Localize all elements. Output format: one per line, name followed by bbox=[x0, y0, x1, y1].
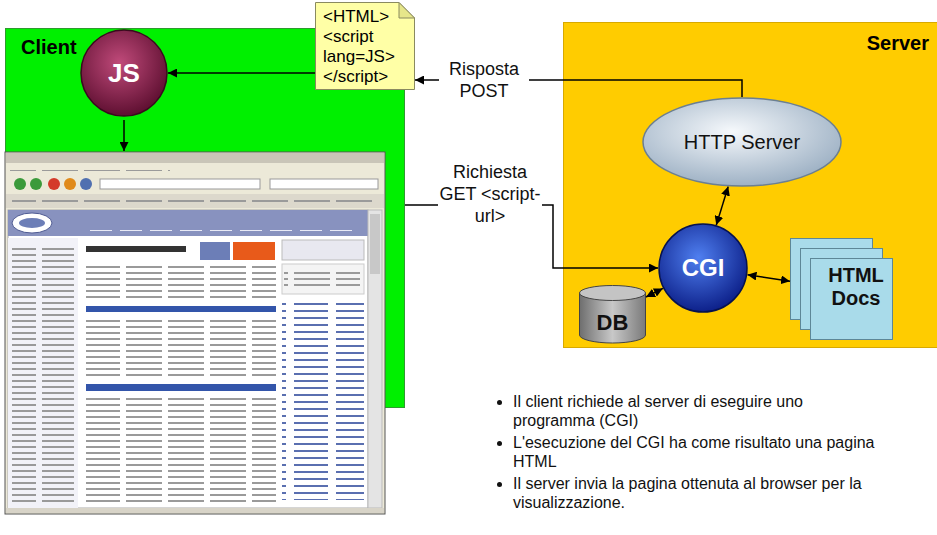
diagram-part bbox=[200, 242, 230, 260]
diagram-part bbox=[6, 508, 384, 513]
diagram-part bbox=[12, 198, 372, 203]
edge-label: Richiesta GET <script-url> bbox=[438, 161, 542, 227]
connector-arrow bbox=[646, 288, 663, 297]
region-title: Client bbox=[21, 36, 77, 58]
note-code: <HTML> <script lang=JS> </script> bbox=[323, 7, 407, 87]
diagram-part bbox=[12, 244, 74, 502]
bullet-item: L'esecuzione del CGI ha come risultato u… bbox=[513, 433, 885, 471]
node-label: CGI bbox=[682, 254, 725, 282]
node-label: JS bbox=[108, 58, 140, 88]
diagram-part bbox=[12, 213, 52, 233]
diagram-part bbox=[284, 268, 360, 290]
bullet-item: Il client richiede al server di eseguire… bbox=[513, 392, 885, 430]
html-docs-stack: HTML Docs bbox=[790, 238, 893, 340]
diagram-part bbox=[86, 396, 276, 502]
diagram-part bbox=[282, 240, 364, 260]
diagram-part bbox=[86, 262, 276, 302]
diagram-part bbox=[6, 153, 384, 163]
diagram-part bbox=[90, 226, 360, 231]
node-label: DB bbox=[597, 310, 629, 336]
connector-arrow bbox=[168, 72, 315, 74]
diagram-part bbox=[643, 98, 841, 186]
diagram-part bbox=[316, 3, 415, 90]
render-arrow bbox=[123, 120, 125, 151]
browser-window bbox=[5, 152, 385, 514]
diagram-part bbox=[580, 286, 646, 301]
diagram-part bbox=[48, 178, 60, 190]
diagram-part bbox=[282, 264, 364, 294]
database-cylinder: DB bbox=[579, 285, 646, 343]
diagram-part bbox=[811, 259, 893, 340]
diagram-part bbox=[80, 178, 92, 190]
diagram-part bbox=[6, 194, 384, 208]
diagram-part bbox=[14, 178, 26, 190]
diagram-part bbox=[270, 179, 378, 189]
cgi-circle: CGI bbox=[658, 223, 748, 313]
diagram-part bbox=[8, 238, 78, 508]
server-region: ServerHTTP ServerCGI HTML DocsDB bbox=[563, 22, 937, 348]
connector-arrow bbox=[748, 275, 791, 282]
diagram-part bbox=[282, 300, 364, 500]
node-label: HTTP Server bbox=[684, 130, 800, 154]
diagram-part bbox=[19, 218, 45, 228]
region-title: Server bbox=[867, 32, 929, 54]
bullet-item: Il server invia la pagina ottenuta al br… bbox=[513, 474, 885, 512]
diagram-part bbox=[5, 152, 385, 514]
connector-arrow bbox=[716, 187, 728, 225]
edge-label: Risposta POST bbox=[439, 58, 529, 102]
diagram-part bbox=[233, 242, 275, 260]
note-text: L'esecuzione del CGI ha come risultato u… bbox=[513, 434, 875, 470]
diagram-part bbox=[30, 178, 42, 190]
diagram-part bbox=[81, 30, 167, 116]
note-text: Il client richiede al server di eseguire… bbox=[513, 393, 803, 429]
http-server-ellipse: HTTP Server bbox=[642, 97, 842, 187]
diagram-part bbox=[86, 384, 276, 391]
diagram-part bbox=[10, 166, 170, 171]
diagram-part bbox=[86, 246, 186, 252]
diagram-part bbox=[64, 178, 76, 190]
diagram-part bbox=[659, 224, 747, 312]
diagram-part bbox=[8, 210, 368, 236]
bullet-notes: Il client richiede al server di eseguire… bbox=[495, 392, 885, 515]
js-circle: JS bbox=[80, 29, 168, 117]
diagram-part bbox=[399, 3, 415, 19]
diagram-part bbox=[100, 179, 260, 189]
diagram-part bbox=[86, 306, 276, 312]
diagram-part bbox=[368, 210, 382, 508]
node-label: HTML Docs bbox=[819, 264, 893, 310]
diagram-part bbox=[86, 318, 276, 378]
diagram-part bbox=[8, 210, 368, 508]
web-page bbox=[6, 210, 384, 513]
html-note: <HTML> <script lang=JS> </script> bbox=[315, 2, 415, 90]
diagram-part bbox=[370, 214, 380, 274]
note-text: Il server invia la pagina ottenuta al br… bbox=[513, 475, 862, 511]
